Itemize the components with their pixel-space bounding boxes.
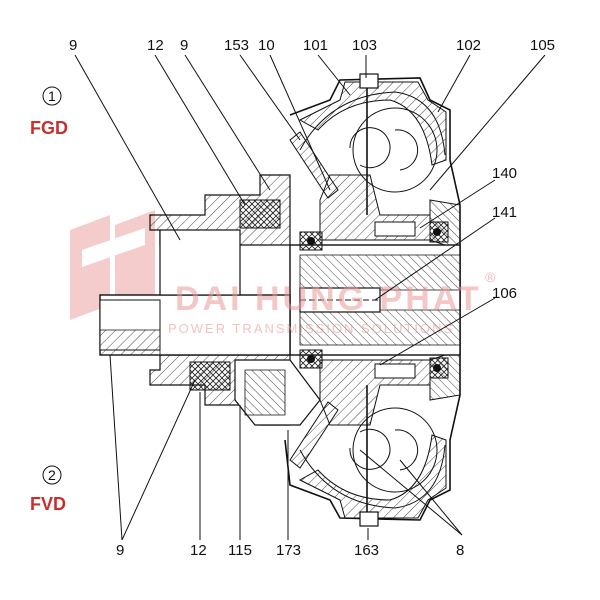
mode-code: FVD: [30, 494, 66, 514]
watermark-registered: ®: [485, 269, 496, 285]
circle-number-icon: [42, 86, 62, 106]
label-115: 115: [228, 542, 252, 559]
right-labels: 140 141 106: [492, 165, 517, 302]
label-102: 102: [456, 37, 481, 54]
label-8: 8: [456, 542, 464, 559]
label-140: 140: [492, 165, 517, 182]
mode-number: 1: [48, 88, 56, 104]
top-labels: 9 12 9 153 10 101 103 102 105: [69, 37, 555, 54]
bottom-labels: 9 12 115 173 163 8: [116, 542, 464, 559]
label-153: 153: [224, 37, 249, 54]
input-hub: [99, 174, 321, 426]
label-101: 101: [303, 37, 328, 54]
label-9: 9: [116, 542, 124, 559]
label-141: 141: [492, 204, 517, 221]
leader-lines: [74, 54, 546, 541]
coupling-housing: [284, 73, 461, 527]
label-105: 105: [530, 37, 555, 54]
label-10: 10: [258, 37, 275, 54]
mode-code: FGD: [30, 118, 68, 138]
label-163: 163: [354, 542, 379, 559]
mode-number: 2: [48, 467, 56, 483]
label-12: 12: [147, 37, 164, 54]
watermark-tagline: POWER TRANSMISSION SOLUTIONS: [168, 321, 454, 336]
circle-number-icon: [42, 465, 62, 485]
label-9: 9: [180, 37, 188, 54]
mode-fgd: 1 FGD: [30, 86, 68, 138]
mode-fvd: 2 FVD: [30, 465, 66, 514]
watermark-logo: [70, 210, 155, 320]
label-103: 103: [352, 37, 377, 54]
label-12: 12: [190, 542, 207, 559]
label-106: 106: [492, 285, 517, 302]
label-9: 9: [69, 37, 77, 54]
label-173: 173: [276, 542, 301, 559]
watermark-brand: DAI HUNG PHAT: [175, 280, 482, 318]
